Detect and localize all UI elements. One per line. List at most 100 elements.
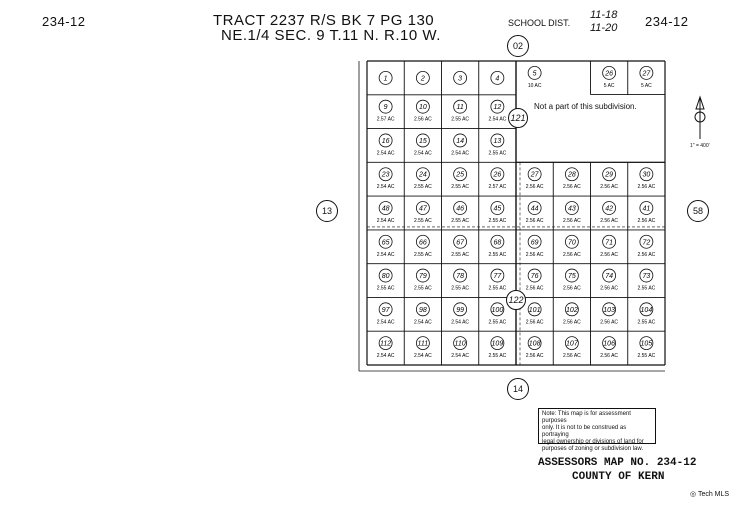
- parcel-0-1: 2: [415, 70, 430, 85]
- parcel-circle: [378, 133, 393, 148]
- parcel-number: 44: [531, 206, 539, 213]
- parcel-acreage: 2.54 AC: [377, 184, 395, 190]
- parcel-0-6: 265 AC: [602, 65, 617, 89]
- parcel-circle: [639, 302, 654, 317]
- parcel-acreage: 2.56 AC: [526, 319, 544, 325]
- parcel-3-4: 27 2.56 AC: [526, 167, 544, 190]
- parcel-acreage: 2.56 AC: [600, 286, 618, 292]
- scale-label: 1" = 400': [690, 143, 710, 149]
- parcel-4-0: 482.54 AC: [377, 201, 395, 224]
- parcel-number: 5: [533, 70, 537, 77]
- parcel-acreage: 2.56 AC: [526, 353, 544, 359]
- watermark: ◎ Tech MLS: [690, 491, 730, 498]
- parcel-acreage: 2.55 AC: [414, 184, 432, 190]
- parcel-1-2: 112.55 AC: [451, 99, 469, 123]
- parcel-6-6: 74 2.56 AC: [600, 268, 618, 292]
- parcel-number: 47: [419, 206, 428, 213]
- parcel-number: 29: [604, 172, 613, 179]
- parcel-1-3: 122.54 AC: [488, 99, 507, 123]
- parcel-circle: [378, 167, 393, 182]
- north-arrow-icon: [694, 95, 706, 139]
- parcel-acreage: 2.56 AC: [600, 218, 618, 224]
- parcel-number: 75: [568, 273, 576, 280]
- parcel-number: 27: [530, 172, 540, 179]
- parcel-circle: [378, 201, 393, 215]
- parcel-circle: [453, 336, 468, 351]
- parcel-circle: [527, 201, 542, 215]
- parcel-acreage: 2.56 AC: [563, 218, 581, 224]
- note-line: purposes of zoning or subdivision law.: [542, 446, 644, 452]
- parcel-number: 15: [419, 138, 427, 145]
- parcel-circle: [378, 336, 393, 351]
- parcel-acreage: 2.57 AC: [488, 184, 506, 190]
- note-box: Note: This map is for assessment purpose…: [538, 408, 656, 452]
- parcel-acreage: 2.56 AC: [600, 353, 618, 359]
- parcel-number: 108: [529, 341, 541, 348]
- parcel-2-0: 162.54 AC: [377, 133, 395, 156]
- parcel-3-7: 302.56 AC: [637, 167, 656, 190]
- parcel-circle: [378, 268, 393, 283]
- parcel-acreage: 10 AC: [528, 83, 542, 89]
- parcel-acreage: 2.56 AC: [637, 218, 655, 224]
- parcel-acreage: 2.54 AC: [377, 150, 395, 156]
- parcel-number: 109: [492, 341, 504, 348]
- parcel-acreage: 2.55 AC: [637, 286, 655, 292]
- parcel-5-1: 662.55 AC: [414, 234, 432, 258]
- parcel-number: 13: [493, 138, 501, 145]
- parcel-acreage: 2.55 AC: [451, 184, 469, 190]
- parcel-number: 102: [566, 307, 578, 314]
- parcel-acreage: 2.56 AC: [600, 319, 618, 325]
- parcel-5-6: 712.56 AC: [600, 234, 618, 258]
- parcel-number: 23: [381, 172, 390, 179]
- parcel-circle: [453, 234, 468, 249]
- parcel-acreage: 2.55 AC: [488, 353, 506, 359]
- parcel-number: 70: [568, 239, 576, 246]
- parcel-number: 74: [605, 273, 613, 280]
- parcel-number: 2: [420, 75, 425, 82]
- parcel-6-2: 782.55 AC: [451, 268, 469, 292]
- parcel-circle: [639, 167, 654, 182]
- parcel-number: 43: [568, 206, 576, 213]
- parcel-8-3: 109 2.55 AC: [488, 336, 507, 359]
- parcel-number: 28: [567, 172, 576, 179]
- school-district-top: 11-18: [590, 9, 618, 21]
- parcel-acreage: 2.54 AC: [414, 150, 432, 156]
- parcel-number: 42: [605, 206, 613, 213]
- parcel-number: 26: [604, 70, 613, 77]
- parcel-7-1: 982.54 AC: [414, 302, 432, 325]
- parcel-5-0: 652.54 AC: [377, 234, 395, 258]
- parcel-acreage: 2.55 AC: [488, 286, 506, 292]
- parcel-number: 107: [566, 341, 579, 348]
- adjacent-map-bottom: 14: [507, 378, 529, 400]
- parcel-acreage: 2.56 AC: [414, 117, 432, 123]
- parcel-circle: [490, 234, 505, 249]
- parcel-acreage: 2.56 AC: [637, 252, 655, 258]
- parcel-number: 105: [641, 341, 653, 348]
- parcel-acreage: 2.56 AC: [563, 353, 581, 359]
- parcel-number: 80: [382, 273, 390, 280]
- adjacent-map-left: 13: [316, 200, 338, 222]
- parcel-acreage: 2.54 AC: [377, 252, 395, 258]
- parcel-number: 103: [603, 307, 615, 314]
- parcel-circle: [453, 133, 468, 148]
- parcel-number: 100: [492, 307, 504, 314]
- parcel-7-0: 972.54 AC: [377, 302, 395, 325]
- parcel-4-6: 42 2.56 AC: [600, 201, 618, 224]
- parcel-circle: [602, 336, 617, 351]
- parcel-number: 3: [458, 75, 462, 82]
- parcel-number: 30: [642, 172, 650, 179]
- parcel-7-6: 103 2.56 AC: [600, 302, 618, 325]
- assessors-map-number: ASSESSORS MAP NO. 234-12: [538, 457, 697, 469]
- parcel-6-4: 762.56 AC: [526, 268, 544, 292]
- parcel-acreage: 2.56 AC: [526, 184, 544, 190]
- parcel-2-2: 142.54 AC: [451, 133, 469, 156]
- note-line: Note: This map is for assessment purpose…: [542, 411, 631, 424]
- parcel-6-0: 802.55 AC: [377, 268, 395, 292]
- parcel-circle: [378, 70, 393, 85]
- parcel-circle: [564, 302, 579, 317]
- block-circle-121: 121: [508, 108, 528, 128]
